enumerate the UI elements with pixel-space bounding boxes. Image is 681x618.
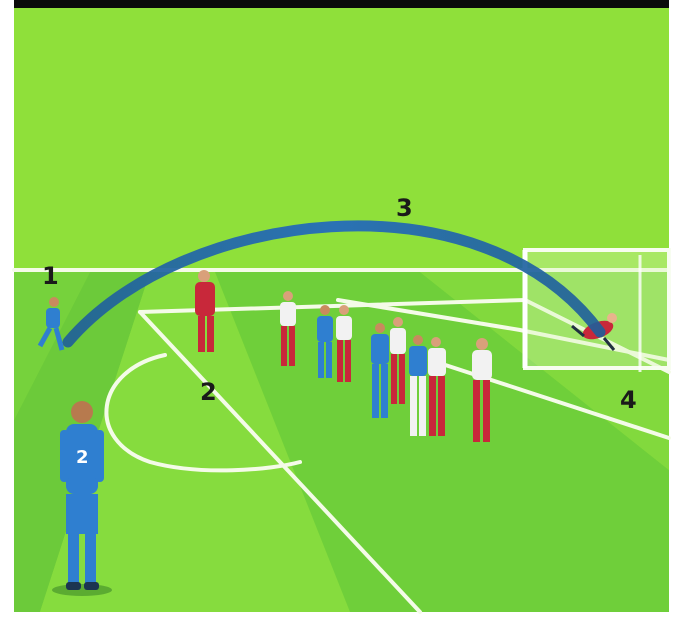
- goal-net: [525, 250, 669, 372]
- player-jersey-number: 2: [76, 447, 89, 468]
- callout-4-goal-finish: 4: [620, 386, 637, 414]
- callout-1-taker: 1: [42, 262, 59, 290]
- callout-3-ball-flight: 3: [396, 194, 413, 222]
- callout-2-near-post: 2: [200, 378, 217, 406]
- top-frame-bar: [14, 0, 669, 8]
